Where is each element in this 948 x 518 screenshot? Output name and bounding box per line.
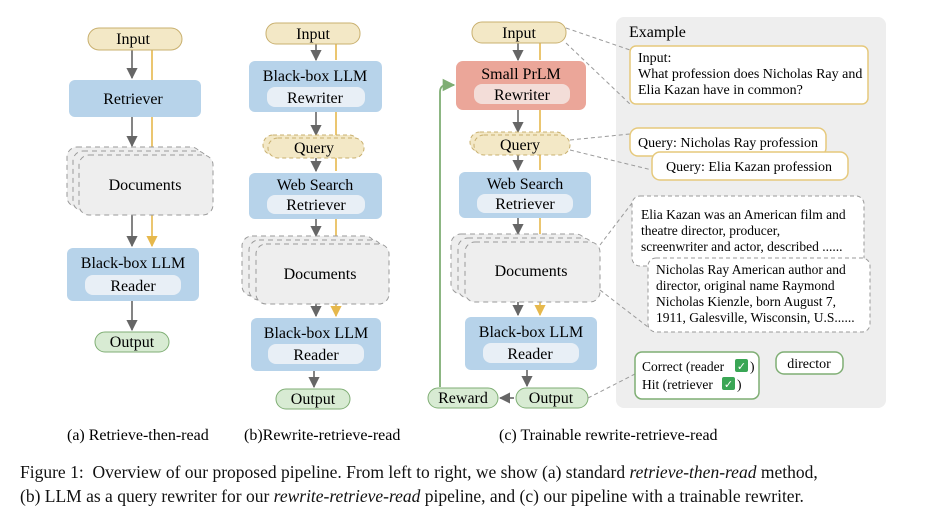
query-label: Query [294, 140, 334, 157]
documents-label: Documents [284, 266, 357, 283]
example-doc-2-line: director, original name Raymond [656, 278, 835, 293]
example-query-1-text: Query: Nicholas Ray profession [638, 136, 818, 151]
panel-a: Input Retriever Documents Black-box LLM … [66, 27, 214, 444]
caption-italic: rewrite-retrieve-read [273, 486, 421, 506]
panel-a-caption: (a) Retrieve-then-read [67, 427, 209, 444]
reward-label: Reward [438, 390, 488, 407]
output-box [94, 331, 170, 353]
example-input-line: Elia Kazan have in common? [638, 83, 803, 98]
prlm-role: Rewriter [494, 87, 551, 104]
caption-text: pipeline, and (c) our pipeline with a tr… [420, 486, 804, 506]
caption-italic: retrieve-then-read [629, 462, 757, 482]
example-input-box [629, 45, 869, 105]
example-input-line: Input: [638, 51, 671, 66]
prlm-title: Small PrLM [481, 66, 561, 83]
reader-llm-title: Black-box LLM [479, 324, 583, 341]
input-box [265, 22, 361, 45]
input-box [87, 27, 183, 51]
output-label: Output [110, 334, 155, 351]
check-icon [735, 359, 748, 372]
caption-text: Overview of our proposed pipeline. From … [92, 462, 630, 482]
example-query-2 [651, 151, 849, 181]
example-query-2-text: Query: Elia Kazan profession [666, 160, 832, 175]
example-doc-2 [647, 257, 871, 333]
reader-llm-role: Reader [293, 347, 339, 364]
documents-label: Documents [109, 177, 182, 194]
example-correct-text: Correct (reader [642, 359, 725, 374]
input-label: Input [116, 31, 150, 48]
panel-b-caption: (b)Rewrite-retrieve-read [244, 427, 400, 444]
retriever-label: Retriever [103, 91, 163, 108]
input-box [471, 21, 567, 44]
caption-text: (b) LLM as a query rewriter for our [20, 486, 274, 506]
check-icon [722, 377, 735, 390]
example-panel: Example Input: What profession does Nich… [565, 17, 886, 408]
example-doc-2-line: 1911, Galesville, Wisconsin, U.S...... [656, 310, 855, 325]
web-search-role: Retriever [495, 196, 555, 213]
output-label: Output [529, 390, 574, 407]
output-box [275, 388, 351, 410]
documents-stack: Documents [66, 146, 214, 216]
example-hit-close: ) [737, 377, 742, 392]
example-hit-text: Hit (retriever [642, 377, 713, 392]
check-icon-glyph: ✓ [737, 361, 746, 373]
web-search-title: Web Search [277, 177, 353, 194]
reward-feedback-arrow [439, 78, 456, 387]
query-label: Query [500, 137, 540, 154]
panel-c: Input Small PrLM Rewriter Query Web Sear… [427, 21, 718, 444]
example-doc-2-line: Nicholas Ray American author and [656, 262, 846, 277]
example-correct-close: ) [750, 359, 755, 374]
reward-box [427, 387, 499, 409]
example-doc-2-line: Nicholas Kienzle, born August 7, [656, 294, 836, 309]
web-search-title: Web Search [487, 176, 563, 193]
web-search-role: Retriever [286, 197, 346, 214]
reader-llm-title: Black-box LLM [264, 325, 368, 342]
query-stack: Query [469, 131, 571, 156]
output-label: Output [291, 391, 336, 408]
input-label: Input [296, 26, 330, 43]
documents-label: Documents [495, 263, 568, 280]
example-doc-1-line: theatre director, producer, [641, 223, 780, 238]
panel-b: Input Black-box LLM Rewriter Query Web S… [241, 22, 400, 444]
example-answer-box [775, 351, 844, 375]
retriever-box [69, 80, 201, 117]
example-input-line: What profession does Nicholas Ray and [638, 67, 862, 82]
reader-llm-role: Reader [110, 278, 156, 295]
query-stack: Query [262, 134, 365, 159]
panel-c-caption: (c) Trainable rewrite-retrieve-read [499, 427, 718, 444]
input-label: Input [502, 25, 536, 42]
figure-caption: Figure 1: Overview of our proposed pipel… [20, 460, 935, 508]
example-connectors [565, 27, 653, 399]
caption-figure-number: Figure 1: [20, 462, 84, 482]
reader-llm-role: Reader [507, 346, 553, 363]
rewriter-llm-title: Black-box LLM [263, 68, 367, 85]
check-icon-glyph: ✓ [724, 379, 733, 391]
example-doc-1-line: screenwriter and actor, described ...... [641, 239, 843, 254]
example-doc-1-line: Elia Kazan was an American film and [641, 207, 846, 222]
caption-text: method, [756, 462, 818, 482]
reader-llm-title: Black-box LLM [81, 255, 185, 272]
documents-stack: Documents [241, 235, 390, 305]
example-answer: director [787, 357, 831, 372]
documents-stack: Documents [450, 233, 601, 303]
example-title: Example [629, 24, 686, 41]
rewriter-llm-role: Rewriter [287, 90, 344, 107]
